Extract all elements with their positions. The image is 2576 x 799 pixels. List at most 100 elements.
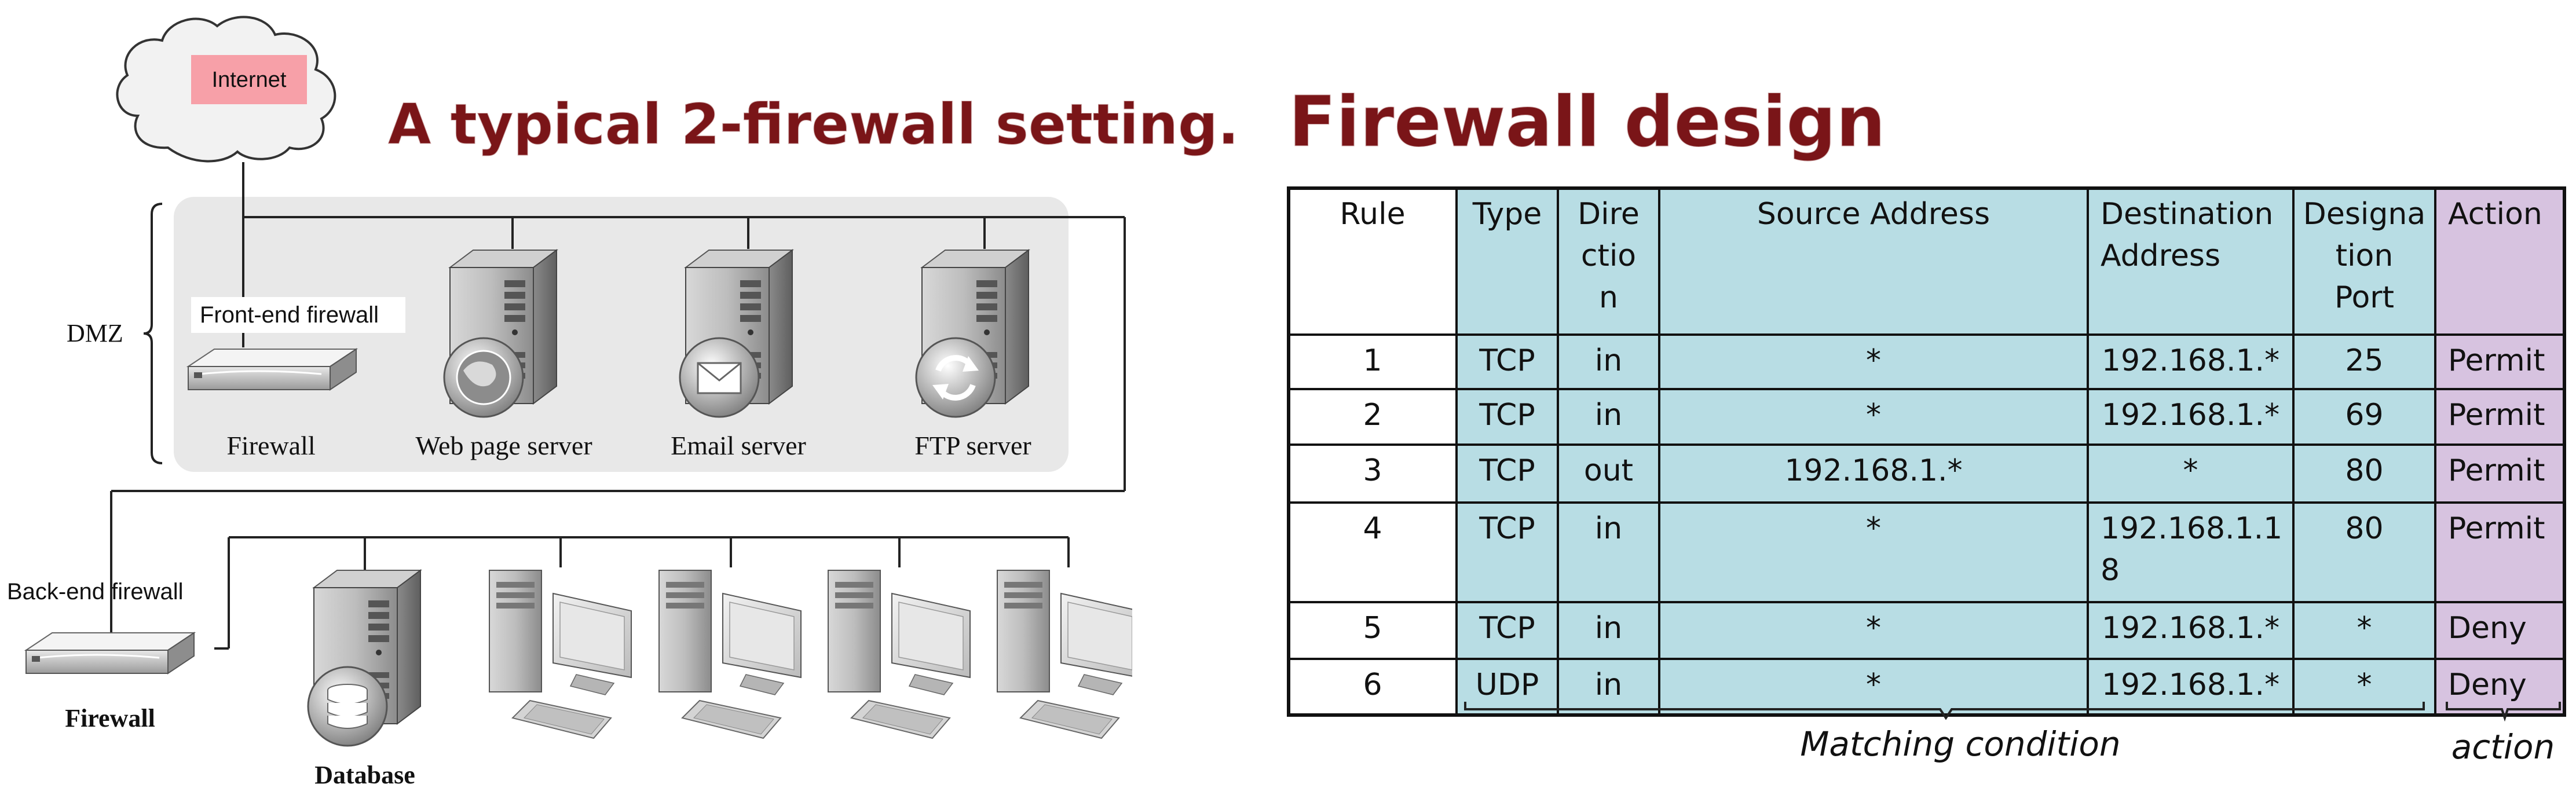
destination-value: 8: [2101, 553, 2120, 588]
destination-value: 192.168.1.*: [2102, 343, 2279, 378]
database-label: Database: [314, 761, 415, 789]
front-firewall-caption: Firewall: [226, 431, 315, 460]
header-cell-rule: [1287, 187, 1458, 336]
direction-value: in: [1595, 398, 1622, 433]
cell-action-row-1: [2434, 333, 2566, 390]
port-value: 69: [2345, 398, 2383, 433]
web-server-label: Web page server: [415, 431, 592, 460]
source-value: *: [1866, 343, 1881, 378]
port-value: 25: [2345, 343, 2383, 378]
cell-source-row-2: [1658, 388, 2089, 446]
cell-source-row-3: [1658, 444, 2089, 504]
header-cell-destination: [2087, 187, 2295, 336]
port-value: 80: [2345, 453, 2383, 488]
port-value: *: [2357, 611, 2372, 646]
header-direction-text: Dire: [1578, 197, 1640, 232]
cell-direction-row-4: [1557, 501, 1660, 603]
cell-source-row-6: [1658, 658, 2089, 716]
type-value: TCP: [1479, 453, 1535, 488]
header-cell-type: [1455, 187, 1559, 336]
action-caption: action: [2451, 727, 2555, 767]
action-value: Permit: [2448, 398, 2545, 433]
cell-action-row-5: [2434, 601, 2566, 660]
source-value: 192.168.1.*: [1784, 453, 1962, 488]
cell-port-row-5: [2292, 601, 2436, 660]
header-port-text: Designa: [2303, 197, 2425, 232]
cell-port-row-2: [2292, 388, 2436, 446]
email-server-label: Email server: [671, 431, 806, 460]
dmz-brace: [143, 203, 163, 464]
header-rule-text: Rule: [1340, 197, 1405, 232]
header-type-text: Type: [1472, 197, 1542, 232]
source-value: *: [1866, 668, 1881, 702]
cell-destination-row-2: [2087, 388, 2295, 446]
destination-value: *: [2183, 453, 2198, 488]
right-title: Firewall design: [1289, 82, 1886, 163]
action-value: Permit: [2448, 343, 2545, 378]
action-value: Deny: [2448, 611, 2527, 646]
workstation-1: [489, 570, 632, 739]
header-cell-source: [1658, 187, 2089, 336]
dmz-zone: [174, 197, 1069, 472]
cell-type-row-3: [1455, 444, 1559, 504]
cell-type-row-6: [1455, 658, 1559, 716]
workstation-2: [658, 570, 802, 739]
web-page-server: Web page server: [415, 250, 592, 460]
back-firewall-label: Back-end firewall: [7, 579, 184, 604]
front-firewall-label: Front-end firewall: [200, 302, 379, 328]
header-direction-text: n: [1599, 280, 1618, 315]
rule-value: 6: [1363, 668, 1382, 702]
email-server: Email server: [671, 250, 806, 460]
left-title: A typical 2-firewall setting.: [388, 92, 1239, 157]
sync-icon: [915, 337, 996, 418]
matching-condition-caption: Matching condition: [1800, 724, 2120, 764]
cell-source-row-5: [1658, 601, 2089, 660]
front-end-firewall: Front-end firewall Firewall: [187, 297, 405, 460]
ftp-server: FTP server: [914, 250, 1031, 460]
type-value: UDP: [1476, 668, 1539, 702]
cell-rule-row-3: [1287, 444, 1458, 504]
rule-value: 2: [1363, 398, 1382, 433]
cell-direction-row-5: [1557, 601, 1660, 660]
destination-value: 192.168.1.*: [2102, 398, 2279, 433]
source-value: *: [1866, 398, 1881, 433]
action-value: Permit: [2448, 453, 2545, 488]
internet-label: Internet: [212, 68, 287, 92]
action-value: Deny: [2448, 668, 2527, 702]
direction-value: in: [1595, 511, 1622, 546]
source-value: *: [1866, 511, 1881, 546]
action-value: Permit: [2448, 511, 2545, 546]
port-value: 80: [2345, 511, 2383, 546]
front-firewall-label-box: [191, 297, 405, 333]
back-firewall-caption: Firewall: [65, 704, 155, 732]
header-cell-direction: [1557, 187, 1660, 336]
header-direction-text: ctio: [1581, 239, 1636, 273]
destination-value: 192.168.1.*: [2102, 611, 2279, 646]
header-destination-text: Address: [2101, 239, 2220, 273]
cell-port-row-3: [2292, 444, 2436, 504]
header-cell-action: [2434, 187, 2566, 336]
type-value: TCP: [1479, 511, 1535, 546]
type-value: TCP: [1479, 398, 1535, 433]
database-server: Database: [307, 570, 421, 789]
rule-value: 5: [1363, 611, 1382, 646]
destination-value: 192.168.1.1: [2101, 511, 2282, 546]
direction-value: in: [1595, 668, 1622, 702]
direction-value: in: [1595, 611, 1622, 646]
rule-value: 1: [1363, 343, 1382, 378]
header-port-text: tion: [2336, 239, 2394, 273]
cell-direction-row-6: [1557, 658, 1660, 716]
type-value: TCP: [1479, 611, 1535, 646]
cell-action-row-3: [2434, 444, 2566, 504]
dmz-label: DMZ: [67, 319, 123, 347]
ftp-server-label: FTP server: [914, 431, 1031, 460]
header-port-text: Port: [2334, 280, 2394, 315]
header-destination-text: Destination: [2101, 197, 2273, 232]
cell-destination-row-4: [2087, 501, 2295, 603]
action-brace: [2446, 702, 2561, 722]
port-value: *: [2357, 668, 2372, 702]
cell-action-row-4: [2434, 501, 2566, 603]
workstation-3: [828, 570, 971, 739]
